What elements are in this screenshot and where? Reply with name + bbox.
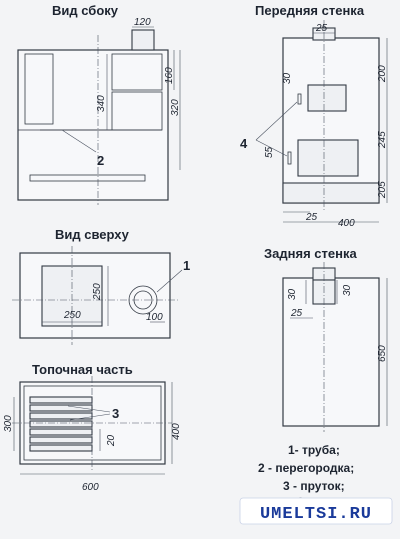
grate-bar	[29, 404, 93, 412]
firebox-leader	[67, 405, 111, 413]
front-dim-label: 200	[377, 65, 388, 83]
side-dim-label: 340	[96, 95, 107, 112]
side-left-panel	[24, 53, 54, 125]
back-view: Задняя стенка 30 30 25 650	[264, 246, 388, 432]
side-dim-label: 160	[164, 67, 175, 84]
top-leader	[156, 269, 183, 293]
legend-item: 3 - пруток;	[283, 479, 345, 493]
watermark-backdrop	[239, 497, 393, 525]
side-upper-chamber	[111, 53, 163, 91]
grate-bar	[29, 436, 93, 444]
grate-bar	[29, 420, 93, 428]
top-dim-label: 250	[92, 283, 103, 301]
back-dim-label: 30	[342, 284, 353, 296]
front-marker: 4	[240, 136, 248, 151]
watermark-text: UMELTSI.RU	[260, 505, 372, 524]
front-view: Передняя стенка 25 200 30 245 55 205 25 …	[240, 3, 388, 229]
front-wall	[282, 37, 380, 204]
firebox-dim-label: 20	[106, 434, 117, 447]
front-handle	[297, 93, 302, 105]
side-body	[17, 49, 169, 201]
firebox-leader	[69, 413, 111, 421]
firebox-dim-label: 400	[171, 423, 182, 440]
front-dim-label: 25	[315, 23, 328, 34]
legend-item: 2 - перегородка;	[258, 461, 354, 475]
watermark: UMELTSI.RU	[239, 497, 393, 525]
front-dim-label: 30	[282, 72, 293, 84]
side-chimney	[131, 29, 155, 51]
back-view-title: Задняя стенка	[264, 246, 357, 261]
back-dim-label: 30	[287, 288, 298, 300]
front-lower-door	[297, 139, 359, 177]
firebox-dim-label: 600	[82, 482, 99, 493]
front-dim-label: 205	[377, 181, 388, 199]
front-dim-label: 55	[264, 146, 275, 158]
top-view: Вид сверху 250 250 100 1	[12, 227, 190, 345]
top-view-title: Вид сверху	[55, 227, 130, 242]
front-dim-label: 25	[305, 212, 318, 223]
front-dim-label: 245	[377, 131, 388, 149]
side-leader	[61, 129, 97, 153]
firebox-dim-label: 300	[3, 415, 14, 432]
side-view-title: Вид сбоку	[52, 3, 119, 18]
grate-bar	[29, 396, 93, 404]
front-upper-door	[307, 84, 347, 112]
side-view: Вид сбоку 120 160 340 320 2	[17, 3, 181, 205]
top-dim-label: 250	[63, 310, 81, 321]
front-handle	[287, 151, 292, 165]
front-leader	[255, 101, 298, 141]
legend-item: 1- труба;	[288, 443, 340, 457]
front-view-title: Передняя стенка	[255, 3, 365, 18]
front-ash-pit	[282, 182, 380, 204]
side-dim-label: 120	[134, 17, 151, 28]
back-dim-label: 25	[290, 308, 303, 319]
grate-bar	[29, 428, 93, 436]
front-dim-label: 400	[338, 218, 355, 229]
front-leader	[255, 139, 288, 157]
firebox-view: Топочная часть 300 20 400 600 3	[3, 362, 182, 493]
firebox-marker: 3	[112, 406, 119, 421]
top-marker: 1	[183, 258, 190, 273]
grate-bar	[29, 444, 93, 452]
firebox-view-title: Топочная часть	[32, 362, 133, 377]
side-marker: 2	[97, 153, 104, 168]
side-dim-label: 320	[170, 99, 181, 116]
legend: 1- труба; 2 - перегородка; 3 - пруток; 4…	[258, 443, 354, 509]
back-dim-label: 650	[377, 345, 388, 362]
firebox-grate	[29, 396, 93, 452]
top-dim-label: 100	[146, 312, 163, 323]
side-grate	[29, 174, 146, 182]
